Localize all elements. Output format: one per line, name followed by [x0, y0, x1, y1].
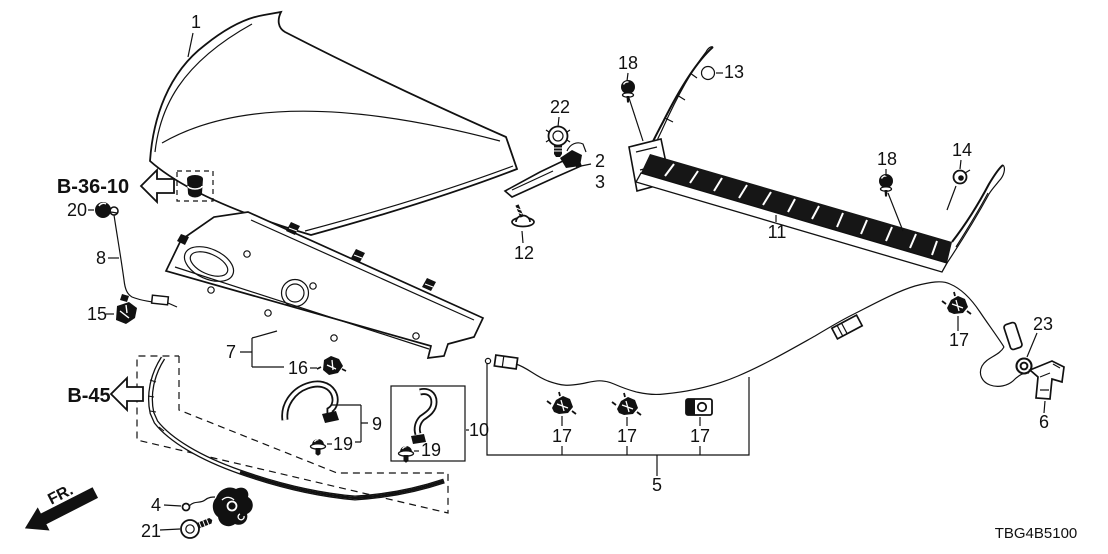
hood-panel: [149, 10, 519, 236]
callout-clip-16: 16: [288, 358, 308, 378]
part-16-clip: [316, 356, 347, 375]
part-17-clip-b: [611, 392, 642, 416]
callout-clip-17c: 17: [690, 426, 710, 446]
part-20-grommet: [95, 202, 118, 218]
ref-label-b45: B-45: [67, 385, 110, 407]
callout-stay-8: 8: [96, 248, 106, 268]
fr-direction-arrow: FR.: [24, 482, 99, 531]
callout-seal-13: 13: [724, 62, 744, 82]
ref-label-b3610: B-36-10: [57, 176, 129, 198]
insulator-clip-tabs: [177, 222, 436, 291]
callout-bolt-21: 21: [141, 521, 161, 541]
part-22-bolt: [545, 125, 571, 157]
callout-clip-17a: 17: [552, 426, 572, 446]
callout-bracket-10: 10: [469, 420, 489, 440]
callout-hinge-3: 3: [595, 172, 605, 192]
hood-stay-rod: [109, 206, 178, 308]
leader-lines: [88, 32, 1046, 531]
part-23-grommet: [1015, 357, 1033, 375]
callout-grommet-20: 20: [67, 200, 87, 220]
callout-hinge-2: 2: [595, 151, 605, 171]
cowl-top: [628, 46, 1005, 273]
callout-bolt-12: 12: [514, 243, 534, 263]
hood-insulator: [164, 211, 485, 359]
part-17-clip-c: [685, 398, 713, 416]
ref-b3610-marker: [139, 167, 214, 205]
callout-clip-15: 15: [87, 304, 107, 324]
plug-icon: [187, 175, 203, 198]
part-19-clip-a: [309, 438, 327, 457]
callout-hood: 1: [191, 12, 201, 32]
hood-wire: [484, 281, 1030, 396]
callout-bracket-9: 9: [372, 414, 382, 434]
callout-bracket-6: 6: [1039, 412, 1049, 432]
hood-lock-bracket: [1028, 360, 1065, 400]
callout-opener-4: 4: [151, 495, 161, 515]
callout-grommet-23: 23: [1033, 314, 1053, 334]
callout-clip-17d: 17: [949, 330, 969, 350]
ref-b45-marker: [109, 375, 144, 413]
part-17-clip-a: [546, 391, 577, 415]
part-15-clip: [116, 294, 137, 324]
callout-clip-14: 14: [952, 140, 972, 160]
part-18-clip-a: [620, 79, 636, 104]
part-12-bolt: [511, 204, 535, 228]
hood-hinge: [503, 142, 587, 198]
callout-wire-5: 5: [652, 475, 662, 495]
part-13-ring: [700, 65, 716, 81]
callout-clip-19b: 19: [421, 440, 441, 460]
callout-clip-18b: 18: [877, 149, 897, 169]
callout-cowl-11: 11: [768, 222, 787, 242]
callout-bolt-22: 22: [550, 97, 570, 117]
callout-clip-18a: 18: [618, 53, 638, 73]
part-18-clip-b: [878, 173, 894, 198]
callout-labels: 1 22 2 3 12 18 13 11 18 14 20 8 15 7 16 …: [67, 12, 1053, 541]
diagram-code: TBG4B5100: [995, 525, 1078, 542]
part-9-bracket: [281, 380, 339, 423]
part-10-bracket: [390, 385, 466, 462]
callout-clip-17b: 17: [617, 426, 637, 446]
callout-clip-19a: 19: [333, 434, 353, 454]
hood-opener: [181, 487, 253, 527]
part-14-clip: [952, 169, 971, 185]
part-19-clip-b: [397, 445, 415, 464]
front-grille-seal: [136, 355, 449, 514]
callout-insulator-7: 7: [226, 342, 236, 362]
part-21-bolt: [180, 517, 213, 539]
